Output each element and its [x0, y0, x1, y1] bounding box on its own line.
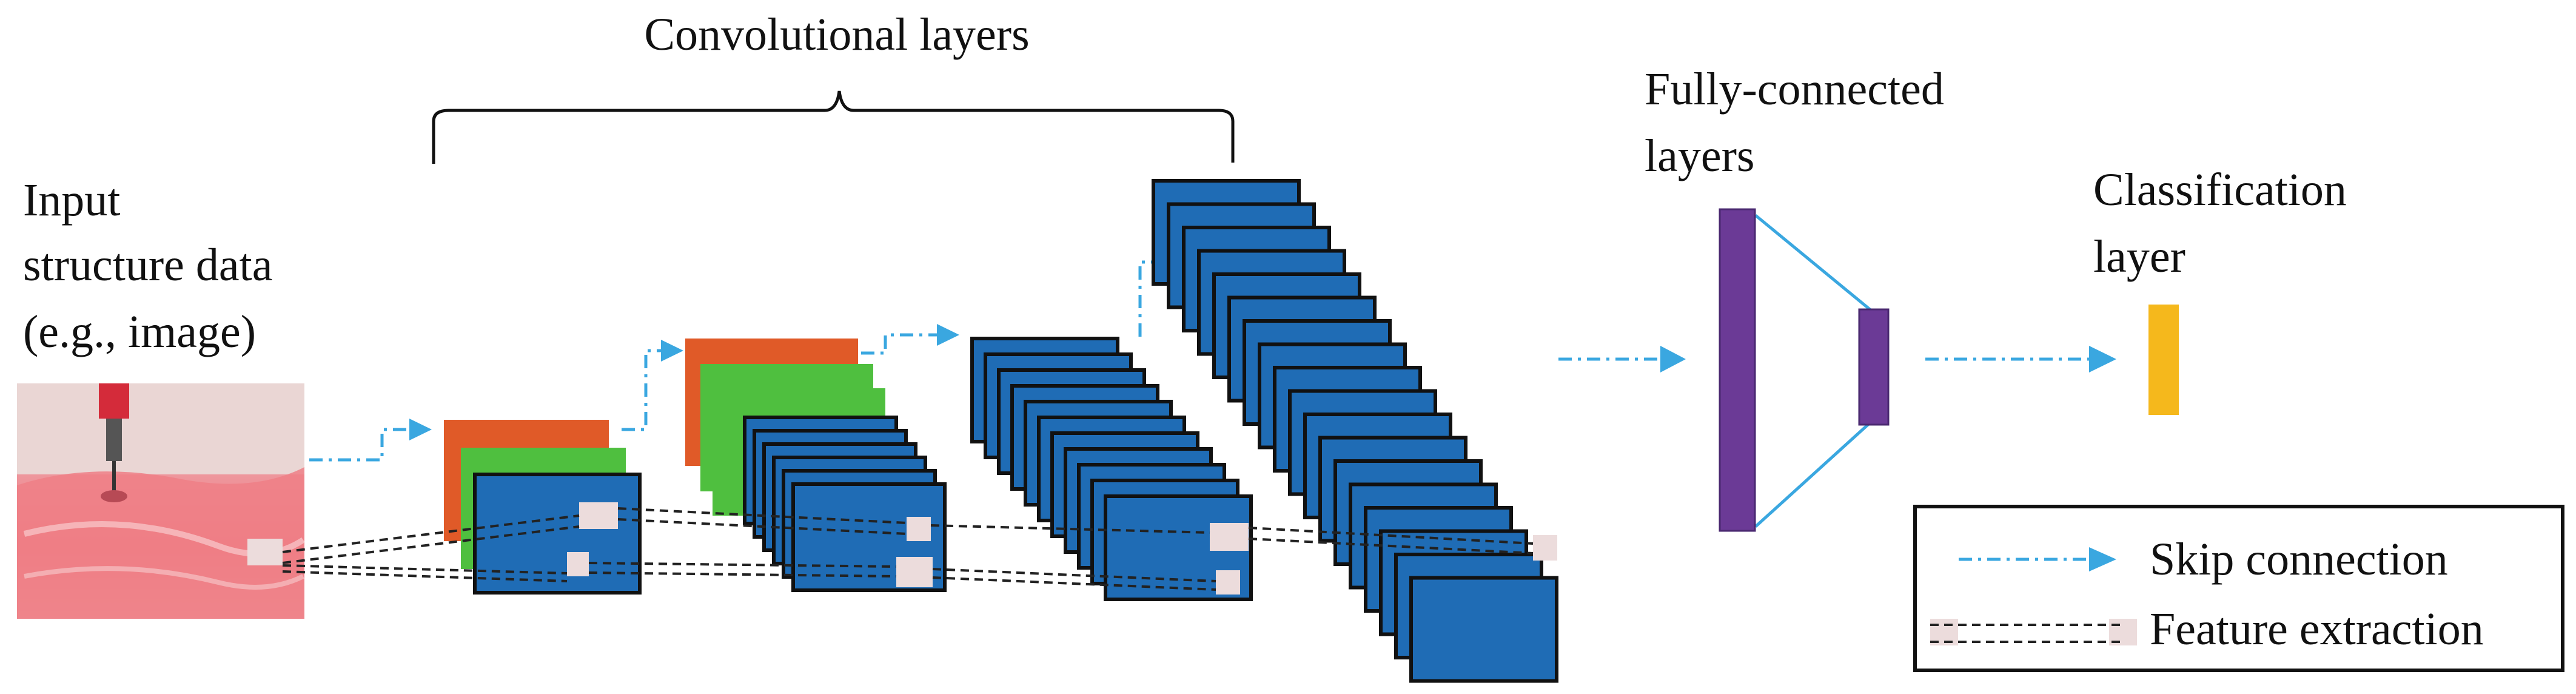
- legend-box: [1913, 505, 2564, 672]
- feature-patch: [567, 552, 589, 576]
- input-image: [17, 383, 305, 619]
- legend-feature-icon: [1930, 619, 2137, 645]
- classification-layer: [2148, 305, 2179, 415]
- feature-patch: [907, 517, 931, 541]
- input-label-line-2: structure data: [23, 240, 272, 291]
- feature-patch: [1533, 535, 1557, 561]
- input-feature-patch: [247, 539, 283, 565]
- conv-block-3: [970, 337, 1253, 601]
- input-label-line-3: (e.g., image): [23, 306, 256, 357]
- feature-map-blue: [473, 473, 642, 595]
- feature-map-stack: [743, 416, 947, 592]
- feature-patch: [1210, 523, 1249, 551]
- legend-skip-label: Skip connection: [2150, 534, 2448, 585]
- cls-label-line-2: layer: [2093, 231, 2185, 282]
- feature-map-stack: [970, 337, 1253, 601]
- feature-patch: [579, 502, 618, 529]
- conv-layers-brace: [432, 90, 1235, 164]
- feature-patch: [1216, 570, 1240, 595]
- feature-map-blue: [1409, 576, 1558, 683]
- cls-label-line-1: Classification: [2093, 164, 2347, 215]
- fc-label-line-2: layers: [1645, 130, 1754, 181]
- skip-arrow-2: [622, 349, 661, 431]
- fc-label-line-1: Fully-connected: [1645, 64, 1944, 115]
- conv-block-4: [1152, 179, 1558, 683]
- fc-layer-2: [1858, 308, 1890, 426]
- conv-block-2: [685, 339, 947, 592]
- legend: Skip connection Feature extraction: [1913, 505, 2564, 672]
- feature-extraction-lines: [282, 507, 1534, 591]
- conv-block-1: [444, 420, 642, 595]
- skip-arrow-1: [309, 428, 409, 462]
- input-label-line-1: Input: [23, 175, 120, 226]
- feature-patch: [896, 557, 933, 587]
- feature-map-stack: [1152, 179, 1558, 683]
- skip-arrow-3: [861, 333, 937, 355]
- fc-layer-1: [1719, 208, 1756, 532]
- conv-layers-title: Convolutional layers: [644, 9, 1029, 60]
- fully-connected-layers: [1719, 208, 1890, 532]
- legend-skip-icon: [1959, 547, 2116, 571]
- legend-feature-label: Feature extraction: [2150, 604, 2484, 655]
